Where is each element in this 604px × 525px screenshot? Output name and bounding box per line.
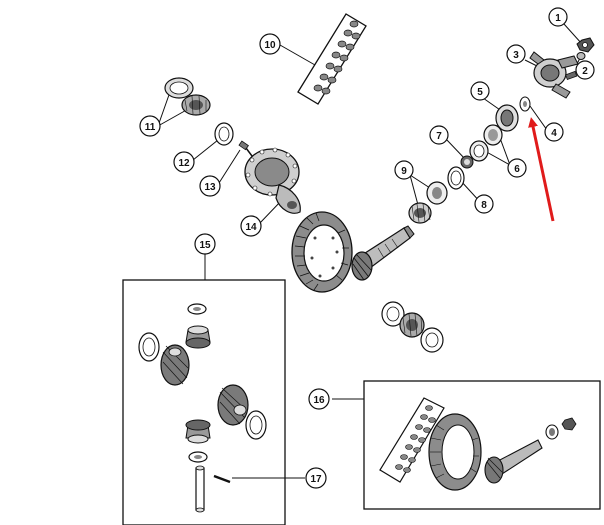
roll-pin: [213, 474, 231, 484]
part-11-carrier-bearing: [164, 77, 211, 116]
callout-2: 2: [575, 60, 595, 80]
callout-10: 10: [259, 33, 281, 55]
callout-label: 8: [481, 200, 487, 211]
callout-5: 5: [470, 81, 490, 101]
kit-pinion-gear: [484, 439, 543, 484]
pinion-mate-left: [160, 344, 190, 386]
part-10-ring-gear-bolts: [297, 13, 367, 105]
callout-label: 4: [551, 128, 557, 139]
callout-label: 11: [145, 122, 156, 133]
callout-12: 12: [173, 151, 195, 173]
callout-label: 10: [264, 40, 276, 51]
callout-label: 12: [178, 158, 190, 169]
pinion-rear-bearing: [381, 301, 444, 353]
callout-label: 15: [199, 240, 211, 251]
callout-8: 8: [474, 194, 494, 214]
callout-6: 6: [507, 158, 527, 178]
callout-9: 9: [394, 160, 414, 180]
cross-shaft: [195, 465, 205, 513]
callout-label: 6: [514, 164, 520, 175]
callout-label: 16: [313, 395, 325, 406]
callout-label: 14: [245, 222, 257, 233]
callout-label: 13: [204, 182, 216, 193]
pinion-gear: [351, 225, 415, 281]
callout-17: 17: [305, 467, 327, 489]
callout-11: 11: [139, 115, 161, 137]
callout-16: 16: [308, 388, 330, 410]
part-13-bolt: [238, 140, 253, 157]
callout-label: 1: [555, 13, 561, 24]
part-8-shim: [447, 166, 465, 190]
callout-3: 3: [506, 44, 526, 64]
part-14-differential-case: [244, 147, 301, 214]
callout-label: 5: [477, 87, 483, 98]
part-9-pinion-bearing: [408, 181, 448, 224]
callout-7: 7: [429, 125, 449, 145]
callout-label: 7: [436, 131, 442, 142]
part-5-bearing: [495, 104, 519, 132]
inset-box-differential-gears: [122, 279, 286, 525]
part-3-companion-flange: [529, 51, 579, 99]
part-12-shim: [214, 122, 234, 146]
highlight-arrow: [528, 117, 555, 222]
pinion-mate-right: [217, 384, 249, 426]
side-gear-upper: [185, 325, 211, 349]
side-gear-lower: [185, 419, 211, 444]
inset-15-contents: [138, 303, 267, 513]
part-6-bearing-cups: [469, 124, 503, 162]
callout-4: 4: [544, 122, 564, 142]
inset-box-ring-pinion-kit: [363, 380, 601, 510]
ring-gear: [291, 211, 353, 293]
part-1-pinion-nut: [576, 37, 595, 53]
callout-label: 17: [310, 474, 322, 485]
inset-16-contents: [379, 397, 577, 491]
part-7-spacer: [460, 155, 474, 169]
callout-13: 13: [199, 175, 221, 197]
callout-1: 1: [548, 7, 568, 27]
part-2-washer: [576, 52, 586, 60]
callout-14: 14: [240, 215, 262, 237]
part-4-seal: [519, 96, 531, 112]
kit-ring-gear: [428, 413, 482, 491]
callout-15: 15: [194, 233, 216, 255]
callout-label: 9: [401, 166, 407, 177]
callout-label: 3: [513, 50, 519, 61]
callout-label: 2: [582, 66, 588, 77]
